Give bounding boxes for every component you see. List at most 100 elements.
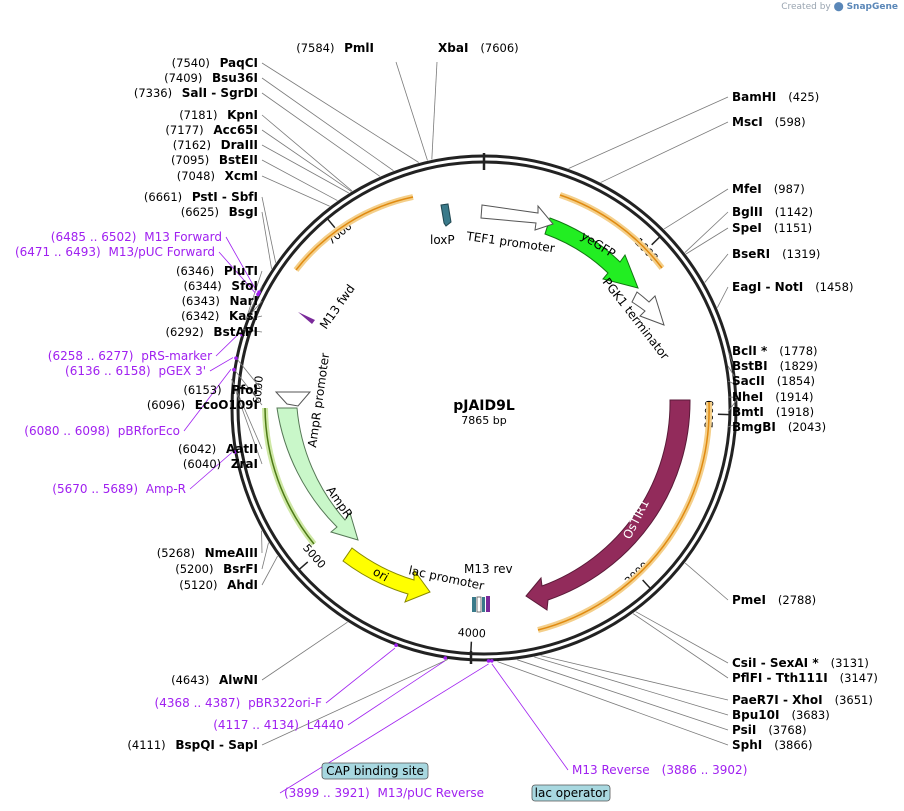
enzyme-label: (6040) ZraI	[183, 457, 258, 471]
primer-leader	[225, 236, 257, 291]
primer-site-marker	[394, 643, 398, 648]
orf-arc-yegfp-line	[559, 194, 663, 269]
enzyme-label: MfeI(987)	[732, 182, 805, 196]
orf-arc-top-left	[293, 194, 414, 272]
credit-prefix: Created by	[781, 2, 831, 12]
enzyme-leader	[727, 365, 737, 381]
ori-arrow	[342, 547, 431, 603]
lac-promoter-marker	[476, 596, 482, 613]
primer-leader	[215, 333, 240, 357]
primer-site-marker	[240, 332, 244, 337]
enzyme-leader	[497, 661, 729, 746]
enzyme-leader	[395, 61, 428, 161]
enzyme-leader	[632, 613, 729, 679]
enzyme-label: (6625) BsgI	[181, 205, 258, 219]
enzyme-label: (6042) AatII	[178, 442, 258, 456]
enzyme-label: (5120) AhdI	[179, 578, 258, 592]
enzyme-label: BstBI(1829)	[732, 359, 818, 373]
enzyme-leader	[261, 144, 349, 194]
enzyme-leader	[540, 655, 729, 701]
label-group: XbaI(7606)(7584) PmlI(7540) PaqCI(7409) …	[15, 41, 878, 800]
tick-mark	[326, 217, 336, 229]
feature-label-loxp: loxP	[430, 233, 455, 247]
enzyme-leader	[261, 659, 449, 746]
enzyme-leader	[261, 159, 338, 201]
primer-label: (6258 .. 6277) pRS-marker	[48, 349, 212, 363]
primer-label: (6136 .. 6158) pGEX 3'	[65, 364, 206, 378]
enzyme-leader	[261, 211, 272, 269]
enzyme-label: (7048) XcmI	[177, 169, 258, 183]
enzyme-label: (4643) AlwNI	[171, 673, 258, 687]
enzyme-label: BmtI(1918)	[732, 405, 814, 419]
primer-label: (3899 .. 3921) M13/pUC Reverse	[284, 786, 484, 800]
enzyme-leader	[245, 270, 263, 320]
enzyme-label: BglII(1142)	[732, 205, 813, 219]
ampr-arrow	[276, 407, 359, 541]
primer-leader	[189, 452, 233, 490]
enzyme-label: (6096) EcoO109I	[147, 398, 258, 412]
enzyme-leader	[261, 62, 420, 163]
enzyme-label: (7162) DraIII	[173, 138, 258, 152]
enzyme-leader	[727, 423, 738, 428]
enzyme-leader	[727, 397, 739, 413]
primer-label: (6485 .. 6502) M13 Forward	[51, 230, 222, 244]
loxp-marker	[440, 203, 452, 227]
enzyme-label: (6343) NarI	[182, 294, 258, 308]
primer-label: (6471 .. 6493) M13/pUC Forward	[15, 245, 215, 259]
orf-arc-ampr-line	[264, 407, 315, 545]
enzyme-leader	[663, 188, 729, 230]
tick-mark	[469, 641, 473, 654]
enzyme-leader	[261, 92, 381, 177]
enzyme-label: (5268) NmeAIII	[157, 546, 258, 560]
primer-site-marker	[257, 290, 261, 294]
primer-leader	[183, 368, 232, 432]
enzyme-leader	[534, 656, 729, 716]
primer-site-marker	[486, 659, 491, 663]
enzyme-label: (6661) PstI - SbfI	[144, 190, 258, 204]
enzyme-leader	[727, 380, 738, 386]
primer-leader	[491, 663, 569, 771]
enzyme-leader	[261, 175, 330, 207]
enzyme-leader	[231, 379, 263, 465]
snapgene-logo-icon: ⬤	[833, 2, 844, 12]
primer-site-marker	[489, 659, 494, 663]
enzyme-label: PsiI(3768)	[732, 723, 807, 737]
primer-label: (6080 .. 6098) pBRforEco	[24, 424, 180, 438]
enzyme-label: BamHI(425)	[732, 90, 819, 104]
primer-label: (5670 .. 5689) Amp-R	[52, 482, 186, 496]
feature-label-m13-rev: M13 rev	[464, 562, 513, 576]
primer-leader	[218, 251, 256, 294]
tick-label: 4000	[458, 626, 487, 640]
enzyme-leader	[261, 77, 394, 171]
enzyme-label: BmgBI(2043)	[732, 420, 826, 434]
enzyme-leader	[242, 329, 263, 333]
enzyme-label: XbaI(7606)	[438, 41, 519, 55]
enzyme-label: PflFI - Tth111I(3147)	[732, 671, 878, 685]
enzyme-leader	[727, 350, 736, 371]
primer-site-marker	[232, 367, 236, 372]
enzyme-leader	[261, 114, 353, 192]
primer-leader	[209, 357, 234, 372]
feature-label-tef1: TEF1 promoter	[465, 229, 556, 255]
primer-leader	[325, 647, 396, 704]
enzyme-label: (5200) BsrFI	[175, 562, 258, 576]
enzyme-leader	[704, 253, 729, 283]
enzyme-leader	[261, 555, 278, 586]
enzyme-leader	[685, 227, 729, 255]
enzyme-label: (7336) SalI - SgrDI	[134, 86, 258, 100]
lac-operator-marker	[482, 597, 485, 612]
primer-label: (4368 .. 4387) pBR322ori-F	[155, 696, 323, 710]
enzyme-label: PmeI(2788)	[732, 593, 816, 607]
enzyme-leader	[234, 356, 263, 391]
enzyme-leader	[600, 121, 729, 183]
enzyme-leader	[716, 286, 729, 308]
enzyme-leader	[245, 315, 263, 321]
tick-label: 6000	[251, 375, 266, 404]
enzyme-label: (7177) Acc65I	[165, 123, 258, 137]
primer-label: (4117 .. 4134) L4440	[213, 718, 344, 732]
ampr-promoter-arrow	[274, 391, 312, 407]
primer-site-marker	[233, 450, 237, 454]
enzyme-label: (7095) BstEII	[171, 153, 258, 167]
enzyme-label: (6153) PfoI	[183, 383, 258, 397]
orf-arc-ostir1-line	[537, 401, 710, 631]
